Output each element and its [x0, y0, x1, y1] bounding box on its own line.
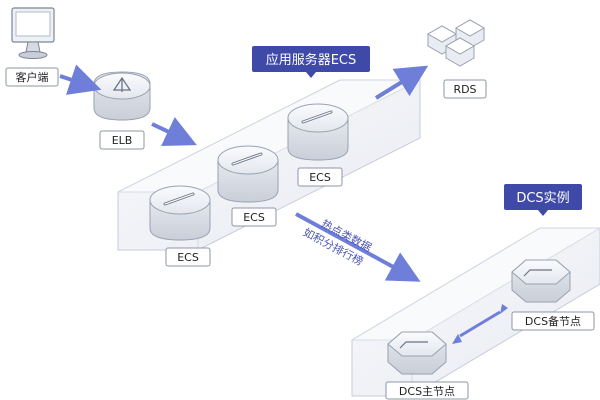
flow-arrows [59, 64, 508, 344]
arrow-dcs-sync [459, 310, 501, 338]
svg-text:ECS: ECS [243, 211, 265, 224]
elb-label: ELB [99, 130, 145, 150]
ecs-server-icon-1 [149, 185, 211, 241]
rds-database-icon [426, 19, 486, 67]
ecs-label-3: ECS [297, 167, 343, 187]
arrow-ecs-to-dcs [295, 212, 421, 282]
ecs-label-2: ECS [231, 207, 277, 227]
arrow-ecs-to-rds [374, 65, 429, 100]
ecs-label-1: ECS [165, 247, 211, 267]
svg-text:应用服务器ECS: 应用服务器ECS [266, 52, 357, 68]
dcs-group-title: DCS实例 [504, 184, 582, 216]
svg-text:ECS: ECS [309, 171, 331, 184]
svg-text:DCS实例: DCS实例 [516, 191, 569, 206]
client-computer-icon [11, 7, 55, 59]
arrow-elb-to-ecs [151, 117, 197, 146]
svg-text:DCS主节点: DCS主节点 [399, 385, 455, 398]
ecs-group-title: 应用服务器ECS [252, 46, 370, 78]
ecs-server-icon-3 [287, 103, 349, 161]
svg-text:RDS: RDS [453, 83, 476, 96]
svg-text:ECS: ECS [177, 251, 199, 264]
svg-text:ELB: ELB [112, 134, 133, 147]
svg-text:客户端: 客户端 [16, 70, 49, 84]
dcs-standby-label: DCS备节点 [511, 311, 595, 331]
rds-label: RDS [443, 79, 487, 99]
arrow-dcs-sync-head-b [452, 334, 462, 344]
dcs-primary-label: DCS主节点 [385, 381, 469, 400]
elb-load-balancer-icon [93, 71, 151, 121]
arrow-client-to-elb [59, 64, 102, 95]
svg-text:DCS备节点: DCS备节点 [525, 314, 581, 328]
ecs-server-icon-2 [217, 145, 279, 203]
arrow-dcs-sync-head-a [500, 304, 508, 314]
dcs-standby-node-icon [511, 259, 571, 303]
dcs-primary-node-icon [387, 331, 447, 375]
client-label: 客户端 [5, 67, 59, 87]
hot-data-annotation: 热点类数据 如积分排行榜 [301, 216, 374, 268]
